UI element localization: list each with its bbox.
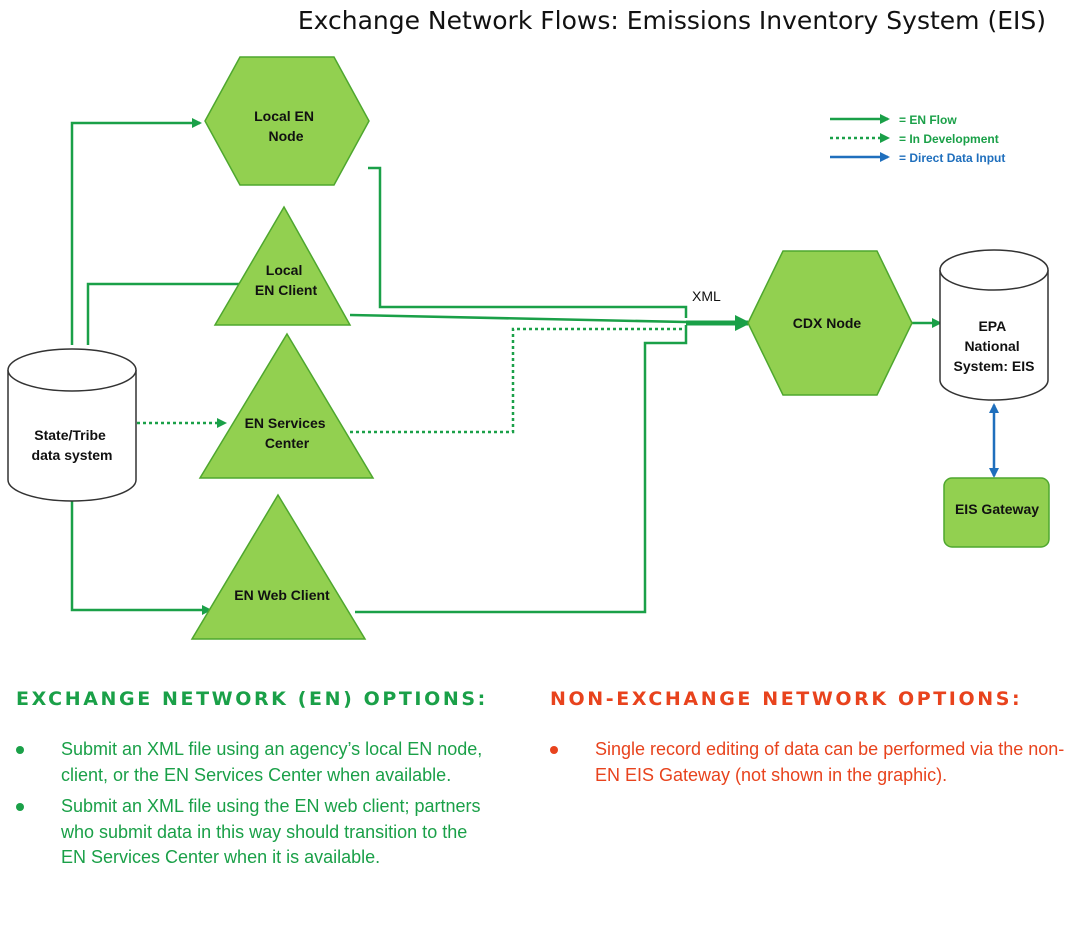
legend: = EN Flow = In Development = Direct Data… — [830, 113, 1005, 165]
flow-lines — [70, 118, 942, 615]
local-en-client-label: Local EN Client — [255, 262, 318, 298]
dev-flow-lines — [137, 327, 686, 434]
list-item: Submit an XML file using the EN web clie… — [16, 794, 486, 871]
xml-label: XML — [692, 288, 721, 304]
non-en-options-list: Single record editing of data can be per… — [550, 737, 1070, 794]
flow-diagram: Local EN Node Local EN Client EN Service… — [7, 56, 1050, 640]
list-item: Single record editing of data can be per… — [550, 737, 1070, 788]
legend-direct-label: = Direct Data Input — [899, 151, 1005, 165]
node-en-services-center: EN Services Center — [198, 332, 375, 479]
state-tribe-label: State/Tribe data system — [32, 427, 113, 463]
en-options-heading: EXCHANGE NETWORK (EN) OPTIONS: — [16, 688, 488, 710]
node-en-web-client: EN Web Client — [190, 493, 367, 640]
devflow-services-to-cdx — [350, 327, 686, 434]
node-eis-gateway: EIS Gateway — [943, 477, 1050, 548]
list-item-text: Single record editing of data can be per… — [595, 739, 1065, 785]
flow-state-to-local-node — [70, 118, 202, 345]
flow-state-to-web-client — [70, 500, 212, 615]
local-en-node-label: Local EN Node — [254, 108, 318, 144]
cdx-node-label: CDX Node — [793, 315, 862, 331]
non-en-options-heading: NON-EXCHANGE NETWORK OPTIONS: — [550, 688, 1023, 710]
node-state-tribe-cylinder: State/Tribe data system — [7, 348, 137, 502]
list-item-text: Submit an XML file using an agency’s loc… — [61, 739, 483, 785]
node-local-en-client: Local EN Client — [213, 205, 352, 326]
bullet-icon — [16, 746, 24, 754]
node-cdx: CDX Node — [747, 250, 913, 396]
epa-label: EPA National System: EIS — [954, 318, 1035, 374]
en-services-center-label: EN Services Center — [245, 415, 330, 451]
eis-gateway-label: EIS Gateway — [955, 501, 1039, 517]
node-local-en-node: Local EN Node — [204, 56, 370, 186]
page-title: Exchange Network Flows: Emissions Invent… — [297, 6, 1046, 35]
flow-local-client-to-cdx — [349, 313, 687, 324]
legend-en-flow-label: = EN Flow — [899, 113, 957, 127]
list-item: Submit an XML file using an agency’s loc… — [16, 737, 486, 788]
list-item-text: Submit an XML file using the EN web clie… — [61, 796, 481, 867]
legend-dev-label: = In Development — [899, 132, 999, 146]
flow-local-node-to-cdx — [368, 166, 688, 318]
flow-web-client-to-cdx — [355, 325, 688, 614]
flow-state-to-local-client — [86, 279, 252, 345]
en-web-client-label: EN Web Client — [234, 587, 330, 603]
bullet-icon — [550, 746, 558, 754]
node-epa-cylinder: EPA National System: EIS — [939, 249, 1049, 401]
bullet-icon — [16, 803, 24, 811]
en-options-list: Submit an XML file using an agency’s loc… — [16, 737, 486, 877]
